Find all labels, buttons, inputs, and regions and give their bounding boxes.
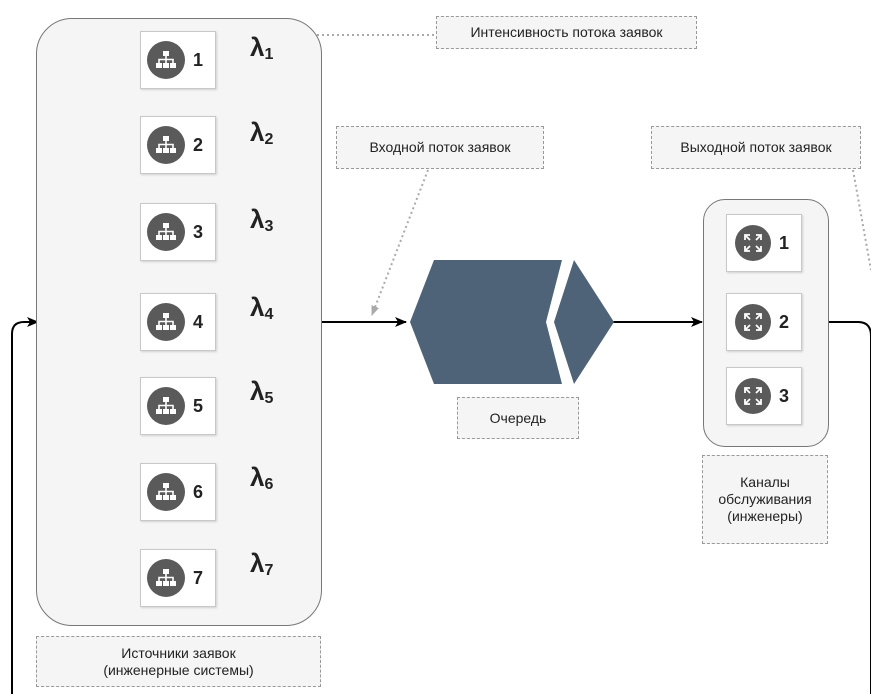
queue-shape bbox=[410, 260, 614, 384]
source-number: 7 bbox=[193, 567, 204, 588]
expand-arrows-icon bbox=[735, 378, 771, 414]
channels-caption-line3: (инженеры) bbox=[727, 508, 803, 524]
lambda-label-2: λ2 bbox=[250, 117, 274, 148]
sources-caption-line2: (инженерные системы) bbox=[103, 661, 254, 678]
channel-number: 1 bbox=[779, 232, 790, 253]
source-number: 5 bbox=[193, 395, 204, 416]
sources-caption: Источники заявок (инженерные системы) bbox=[36, 636, 321, 687]
sitemap-icon bbox=[147, 213, 185, 251]
channel-number: 2 bbox=[779, 311, 790, 332]
sitemap-icon bbox=[147, 387, 185, 425]
source-node-7[interactable]: 7 bbox=[140, 549, 216, 607]
channel-number: 3 bbox=[779, 385, 790, 406]
sitemap-icon bbox=[147, 559, 185, 597]
sources-caption-line1: Источники заявок bbox=[121, 644, 236, 661]
sitemap-icon bbox=[147, 41, 185, 79]
channels-caption: Каналы обслуживания (инженеры) bbox=[702, 455, 828, 544]
source-number: 2 bbox=[193, 134, 204, 155]
channel-node-2[interactable]: 2 bbox=[726, 293, 802, 351]
input-flow-note: Входной поток заявок bbox=[336, 126, 544, 169]
queue-label: Очередь bbox=[457, 397, 579, 439]
sitemap-icon bbox=[147, 126, 185, 164]
lambda-label-1: λ1 bbox=[250, 32, 274, 63]
lambda-label-5: λ5 bbox=[250, 376, 274, 407]
channel-node-1[interactable]: 1 bbox=[726, 214, 802, 272]
channel-node-3[interactable]: 3 bbox=[726, 367, 802, 425]
source-number: 3 bbox=[193, 221, 204, 242]
lambda-label-7: λ7 bbox=[250, 548, 274, 579]
intensity-note: Интенсивность потока заявок bbox=[436, 16, 697, 49]
sitemap-icon bbox=[147, 303, 185, 341]
expand-arrows-icon bbox=[735, 225, 771, 261]
source-node-2[interactable]: 2 bbox=[140, 116, 216, 174]
sitemap-icon bbox=[147, 473, 185, 511]
channels-caption-line1: Каналы bbox=[740, 474, 790, 490]
source-node-3[interactable]: 3 bbox=[140, 203, 216, 261]
source-number: 1 bbox=[193, 49, 204, 70]
channels-caption-line2: обслуживания bbox=[718, 491, 812, 507]
source-node-1[interactable]: 1 bbox=[140, 31, 216, 89]
queue-diamond bbox=[554, 260, 614, 384]
lambda-label-3: λ3 bbox=[250, 204, 274, 235]
output-flow-note: Выходной поток заявок bbox=[651, 126, 861, 169]
source-number: 6 bbox=[193, 481, 204, 502]
source-number: 4 bbox=[193, 311, 204, 332]
lambda-label-6: λ6 bbox=[250, 462, 274, 493]
source-node-6[interactable]: 6 bbox=[140, 463, 216, 521]
source-node-5[interactable]: 5 bbox=[140, 377, 216, 435]
lambda-label-4: λ4 bbox=[250, 292, 274, 323]
note-connectors bbox=[295, 31, 871, 316]
queue-chevron-5 bbox=[520, 260, 562, 384]
source-node-4[interactable]: 4 bbox=[140, 293, 216, 351]
expand-arrows-icon bbox=[735, 304, 771, 340]
